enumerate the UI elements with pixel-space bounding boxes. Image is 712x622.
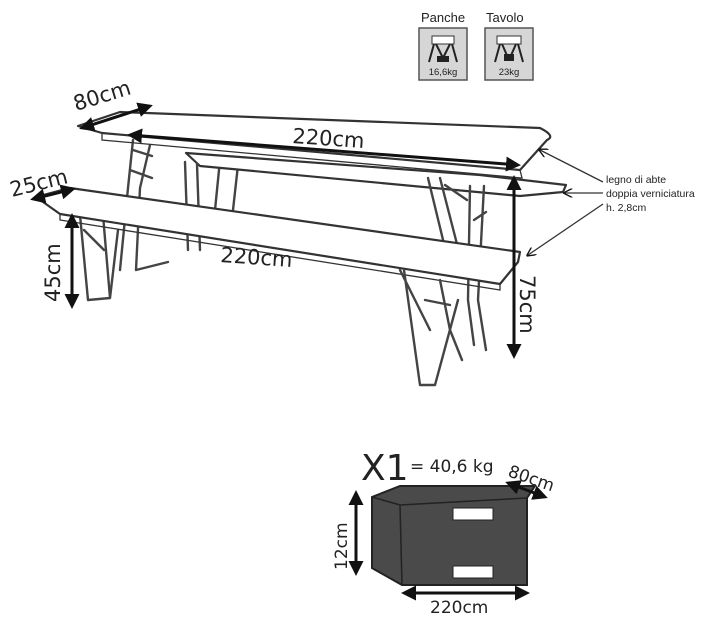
package-height-label: 12cm bbox=[332, 522, 352, 570]
package-weight: = 40,6 kg bbox=[410, 457, 494, 477]
table-depth-label: 80cm bbox=[70, 76, 133, 116]
table-icon bbox=[494, 35, 524, 63]
front-bench-drawing bbox=[34, 186, 522, 387]
bench-height-label: 45cm bbox=[41, 243, 65, 302]
package-box: X1 = 40,6 kg 12cm 220cm 80cm bbox=[332, 448, 557, 618]
table-length-label: 220cm bbox=[292, 124, 366, 153]
material-note-line1: legno di abte bbox=[606, 174, 666, 186]
bench-badge-title: Panche bbox=[421, 10, 465, 25]
bench-weight-badge: Panche 16,6kg bbox=[418, 10, 468, 81]
bench-length-label: 220cm bbox=[220, 243, 294, 272]
bench-icon bbox=[428, 35, 458, 63]
material-note: legno di abte doppia verniciatura h. 2,8… bbox=[528, 150, 695, 255]
material-note-line2: doppia verniciatura bbox=[606, 188, 695, 200]
material-note-line3: h. 2,8cm bbox=[606, 202, 647, 214]
package-quantity: X1 bbox=[361, 448, 409, 489]
package-length-label: 220cm bbox=[430, 598, 488, 618]
table-weight-badge: Tavolo 23kg bbox=[484, 10, 534, 81]
table-badge-weight: 23kg bbox=[499, 67, 520, 78]
table-badge-title: Tavolo bbox=[486, 10, 524, 25]
table-height-label: 75cm bbox=[515, 275, 539, 334]
bench-badge-weight: 16,6kg bbox=[429, 67, 458, 78]
